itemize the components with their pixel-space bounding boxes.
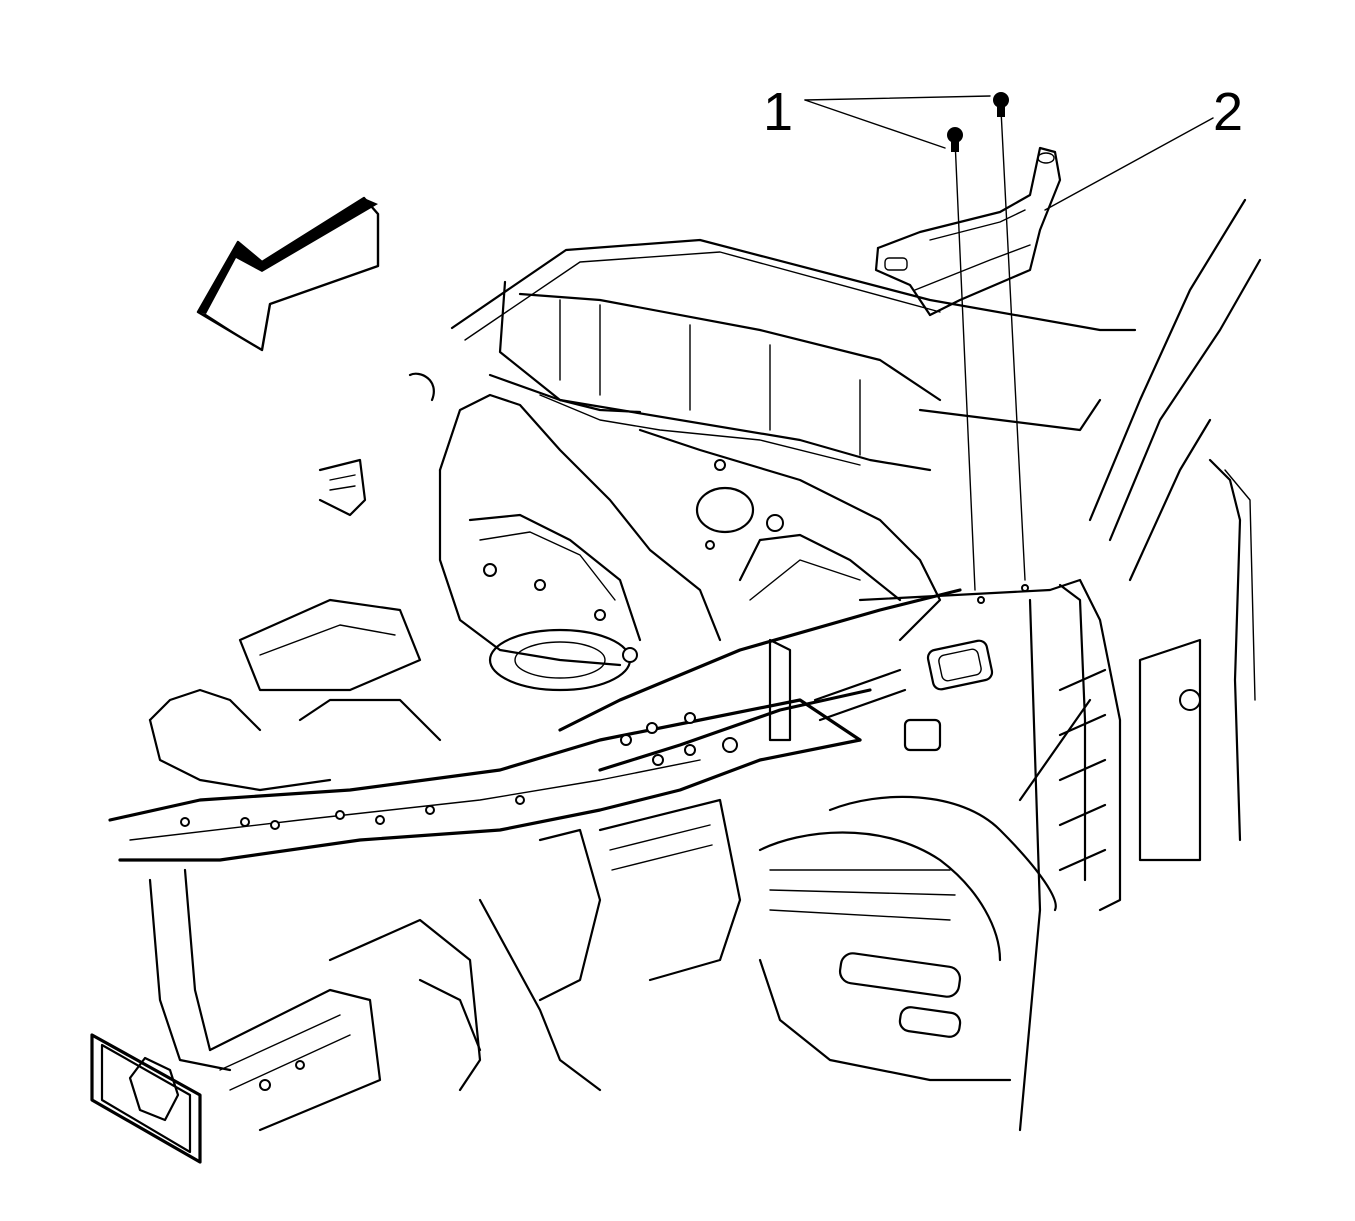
bolt-part-1 [947,92,1029,604]
frame-rail-upper [108,698,862,862]
fender-apron [813,578,1122,1132]
frame-horn [90,868,382,1164]
wheelhouse-liner [758,795,1057,1082]
dash-panel [638,428,942,642]
bracket-part-2 [874,146,1062,317]
shock-tower [438,393,722,692]
callout-1-label: 1 [763,82,793,142]
apron-rail [558,588,962,772]
callout-leaders [804,95,1214,211]
cowl-panel [450,238,1137,472]
left-bracket [318,372,435,517]
radiator-support [148,598,442,792]
callout-2-label: 2 [1213,82,1243,142]
front-direction-arrow-icon [196,196,380,352]
hinge-pillar [1088,198,1262,862]
lower-structure [328,798,742,1092]
